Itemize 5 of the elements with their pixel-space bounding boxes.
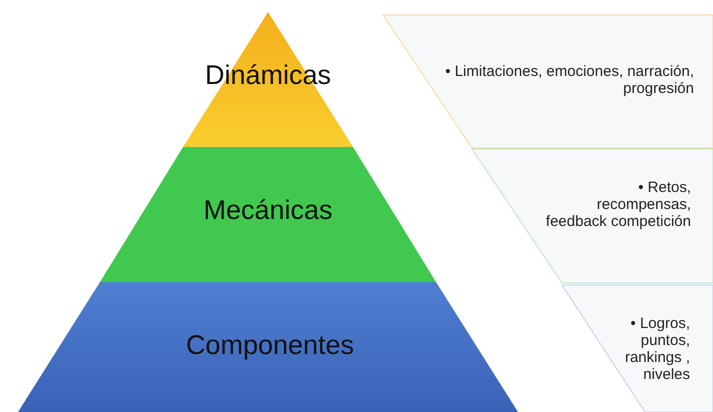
description-text: • Logros, puntos, rankings , niveles [624, 315, 690, 383]
description-text: • Limitaciones, emociones, narración, progresión [444, 63, 694, 97]
description-text: • Retos, recompensas, feedback competición [544, 179, 691, 230]
level-label: Componentes [184, 330, 356, 361]
level-label: Mecánicas [202, 195, 334, 226]
